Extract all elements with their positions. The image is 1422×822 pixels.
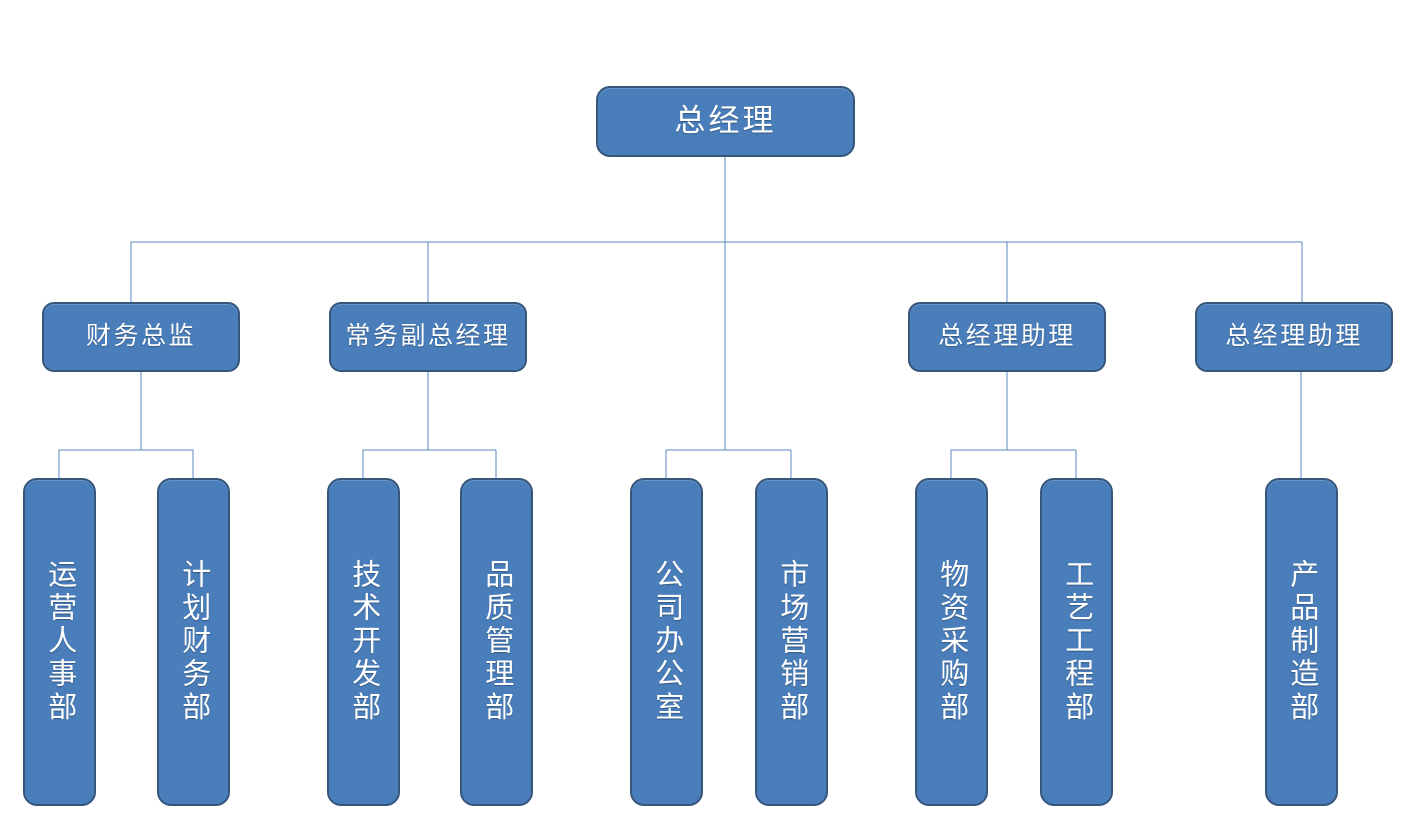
node-quality-management-dept[interactable]: 品质管理部 [460,478,533,806]
node-tech-development-dept[interactable]: 技术开发部 [327,478,400,806]
node-general-manager[interactable]: 总经理 [596,86,855,157]
node-label: 产品制造部 [1285,559,1318,725]
node-label: 物资采购部 [935,559,968,725]
node-finance-director[interactable]: 财务总监 [42,302,240,372]
node-operations-hr-dept[interactable]: 运营人事部 [23,478,96,806]
node-label: 财务总监 [85,323,196,351]
node-label: 工艺工程部 [1060,559,1093,725]
node-executive-vice-gm[interactable]: 常务副总经理 [329,302,527,372]
node-label: 品质管理部 [480,559,513,725]
node-label: 计划财务部 [177,559,210,725]
node-process-engineering-dept[interactable]: 工艺工程部 [1040,478,1113,806]
node-label: 常务副总经理 [345,323,511,351]
node-label: 技术开发部 [347,559,380,725]
node-product-manufacturing-dept[interactable]: 产品制造部 [1265,478,1338,806]
node-label: 总经理助理 [938,323,1076,351]
node-planning-finance-dept[interactable]: 计划财务部 [157,478,230,806]
node-company-office[interactable]: 公司办公室 [630,478,703,806]
node-gm-assistant-2[interactable]: 总经理助理 [1195,302,1393,372]
node-marketing-sales-dept[interactable]: 市场营销部 [755,478,828,806]
node-label: 总经理 [674,103,777,139]
node-procurement-dept[interactable]: 物资采购部 [915,478,988,806]
node-label: 市场营销部 [775,559,808,725]
node-gm-assistant-1[interactable]: 总经理助理 [908,302,1106,372]
node-label: 运营人事部 [43,559,76,725]
node-label: 总经理助理 [1225,323,1363,351]
node-label: 公司办公室 [650,559,683,725]
